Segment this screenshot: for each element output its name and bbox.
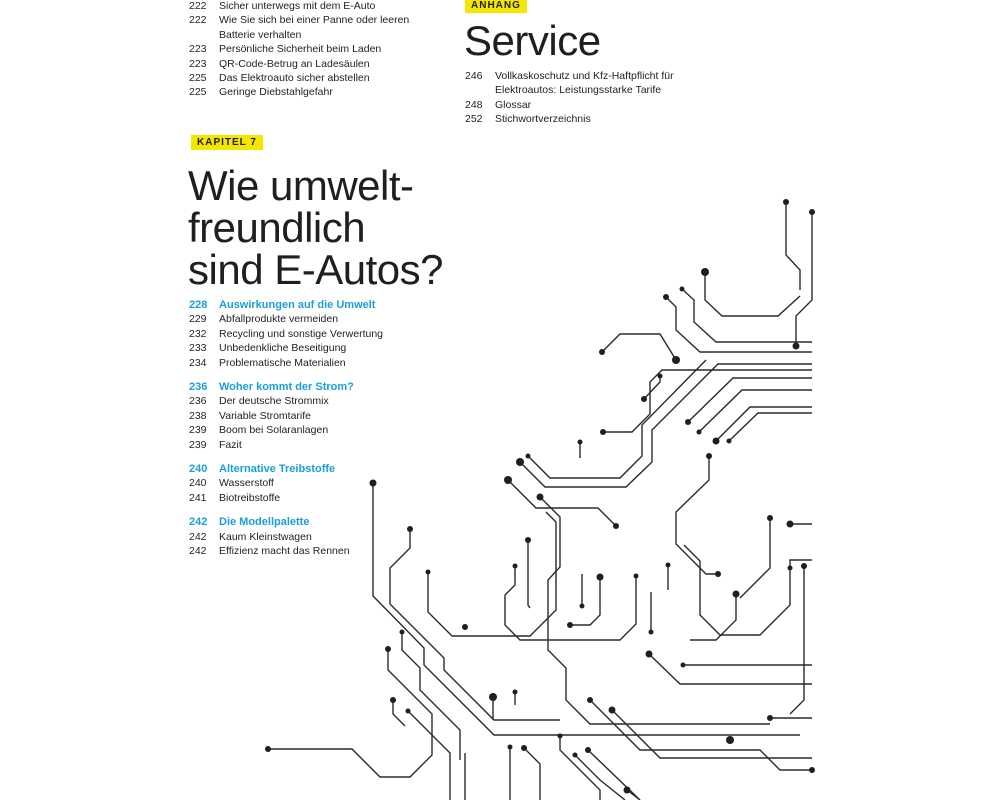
- chapter-title-line: sind E-Autos?: [188, 246, 443, 293]
- toc-page-number: 238: [189, 409, 207, 422]
- toc-entry: 246 Vollkaskoschutz und Kfz-Haftpflicht f…: [465, 69, 695, 98]
- toc-page-number: 228: [189, 299, 208, 311]
- toc-entry: 223 Persönliche Sicherheit beim Laden: [189, 42, 429, 56]
- toc-entry: 239 Fazit: [189, 438, 429, 452]
- toc-entry-title: Unbedenkliche Beseitigung: [219, 342, 347, 355]
- toc-entry-title: Kaum Kleinstwagen: [219, 530, 312, 543]
- toc-section: 228 Auswirkungen auf die Umwelt 229 Abfall…: [189, 298, 429, 370]
- toc-page-number: 232: [189, 327, 207, 340]
- toc-entry-title: Recycling und sonstige Verwertung: [219, 327, 384, 340]
- toc-page-number: 252: [465, 113, 483, 126]
- toc-page-number: 223: [189, 43, 207, 56]
- service-title: Service: [464, 17, 601, 64]
- toc-page-number: 234: [189, 356, 207, 369]
- toc-entry: 223 QR-Code-Betrug an Ladesäulen: [189, 57, 429, 71]
- chapter-toc: 228 Auswirkungen auf die Umwelt 229 Abfall…: [189, 298, 429, 569]
- toc-page-number: 236: [189, 395, 207, 408]
- toc-entry-title: Effizienz macht das Rennen: [219, 545, 350, 558]
- toc-entry-title: Glossar: [495, 98, 532, 111]
- toc-entry-title: QR-Code-Betrug an Ladesäulen: [219, 57, 370, 70]
- toc-section-heading: 228 Auswirkungen auf die Umwelt: [189, 298, 429, 312]
- toc-entry: 232 Recycling und sonstige Verwertung: [189, 327, 429, 341]
- toc-entry-title: Der deutsche Strommix: [219, 395, 329, 408]
- toc-page-number: 223: [189, 57, 207, 70]
- toc-entry-title: Persönliche Sicherheit beim Laden: [219, 43, 382, 56]
- anhang-tag: ANHANG: [465, 0, 527, 13]
- toc-entry: 222 Sicher unterwegs mit dem E-Auto: [189, 0, 429, 13]
- toc-page-number: 248: [465, 98, 483, 111]
- toc-entry: 222 Wie Sie sich bei einer Panne oder lee…: [189, 13, 429, 42]
- toc-entry: 225 Geringe Diebstahlgefahr: [189, 85, 429, 99]
- toc-entry-title: Das Elektroauto sicher abstellen: [219, 72, 370, 85]
- toc-page-number: 246: [465, 70, 483, 82]
- toc-entry: 234 Problematische Materialien: [189, 356, 429, 370]
- toc-entry: 252 Stichwortverzeichnis: [465, 112, 695, 126]
- toc-section-heading: 236 Woher kommt der Strom?: [189, 380, 429, 394]
- toc-page-number: 242: [189, 545, 207, 558]
- toc-page-number: 222: [189, 0, 207, 12]
- toc-page-number: 240: [189, 463, 208, 476]
- toc-entry-title: Abfallprodukte vermeiden: [219, 313, 339, 326]
- toc-entry: 248 Glossar: [465, 98, 695, 112]
- toc-entry: 240 Wasserstoff: [189, 476, 429, 490]
- toc-entry-title: Stichwortverzeichnis: [495, 113, 591, 126]
- toc-entry-title: Geringe Diebstahlgefahr: [219, 86, 333, 99]
- toc-page-number: 240: [189, 477, 207, 490]
- toc-entry-title: Boom bei Solaranlagen: [219, 424, 329, 437]
- toc-page-number: 233: [189, 342, 207, 355]
- chapter-title-line: Wie umwelt-: [188, 162, 414, 209]
- service-toc: 246 Vollkaskoschutz und Kfz-Haftpflicht f…: [465, 69, 695, 127]
- toc-page-number: 229: [189, 313, 207, 326]
- toc-page-number: 239: [189, 424, 207, 437]
- toc-entry-title: Problematische Materialien: [219, 356, 346, 369]
- toc-page-number: 242: [189, 516, 208, 529]
- toc-section-title: Die Modellpalette: [219, 516, 310, 529]
- toc-section-title: Alternative Treibstoffe: [219, 463, 336, 476]
- toc-entry: 225 Das Elektroauto sicher abstellen: [189, 71, 429, 85]
- toc-entry: 233 Unbedenkliche Beseitigung: [189, 341, 429, 355]
- toc-page-number: 225: [189, 86, 207, 99]
- chapter-title: Wie umwelt- freundlich sind E-Autos?: [188, 165, 488, 291]
- chapter-tag: KAPITEL 7: [191, 135, 263, 150]
- circuit-traces: [268, 202, 813, 800]
- toc-section-heading: 240 Alternative Treibstoffe: [189, 462, 429, 476]
- toc-page-number: 222: [189, 14, 207, 27]
- circuit-nodes: [265, 199, 815, 794]
- toc-entry-title: Wie Sie sich bei einer Panne oder leeren…: [219, 14, 410, 41]
- toc-section-title: Woher kommt der Strom?: [219, 381, 354, 394]
- toc-page-number: 242: [189, 530, 207, 543]
- toc-entry-title: Fazit: [219, 438, 242, 451]
- toc-page-number: 225: [189, 72, 207, 85]
- toc-entry-title: Variable Stromtarife: [219, 409, 312, 422]
- toc-section-title: Auswirkungen auf die Umwelt: [219, 299, 376, 311]
- toc-entry: 241 Biotreibstoffe: [189, 491, 429, 505]
- toc-entry-title: Vollkaskoschutz und Kfz-Haftpflicht für …: [495, 70, 674, 97]
- toc-entry: 236 Der deutsche Strommix: [189, 394, 429, 408]
- toc-page-number: 236: [189, 381, 208, 394]
- toc-entry: 238 Variable Stromtarife: [189, 409, 429, 423]
- toc-entry-title: Biotreibstoffe: [219, 491, 281, 504]
- toc-entry: 229 Abfallprodukte vermeiden: [189, 312, 429, 326]
- toc-page-number: 241: [189, 491, 207, 504]
- toc-entry-title: Wasserstoff: [219, 477, 274, 490]
- chapter-title-line: freundlich: [188, 204, 366, 251]
- toc-section-heading: 242 Die Modellpalette: [189, 515, 429, 529]
- toc-entry: 239 Boom bei Solaranlagen: [189, 423, 429, 437]
- toc-entry-title: Sicher unterwegs mit dem E-Auto: [219, 0, 376, 12]
- toc-page-number: 239: [189, 438, 207, 451]
- toc-entry: 242 Effizienz macht das Rennen: [189, 544, 429, 558]
- toc-entry: 242 Kaum Kleinstwagen: [189, 530, 429, 544]
